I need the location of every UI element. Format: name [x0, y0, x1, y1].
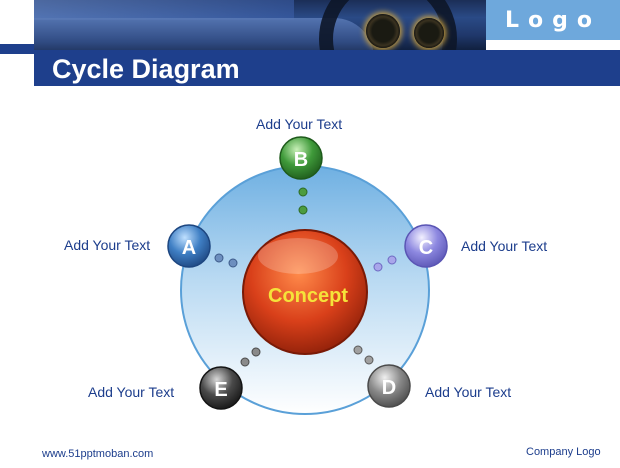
node-d-letter: D — [382, 377, 396, 399]
footer-website: www.51pptmoban.com — [42, 448, 154, 460]
node-c-letter: C — [419, 237, 433, 259]
node-d-label: Add Your Text — [425, 384, 512, 400]
concept-label: Concept — [268, 285, 348, 307]
node-c-label: Add Your Text — [461, 238, 548, 254]
node-c: C — [404, 224, 448, 268]
header-photo — [34, 0, 486, 50]
slide-title: Cycle Diagram — [52, 54, 240, 84]
speedometer-gauge — [366, 14, 400, 48]
tachometer-gauge — [414, 18, 444, 48]
node-a-letter: A — [182, 237, 196, 259]
connector-dots-c — [373, 255, 397, 272]
car-dashboard — [34, 18, 374, 50]
concept-circle — [242, 229, 368, 355]
title-band — [34, 50, 620, 86]
node-b-label: Add Your Text — [256, 116, 343, 132]
footer-company-logo: Company Logo — [526, 446, 601, 458]
node-a: A — [167, 224, 211, 268]
node-e-label: Add Your Text — [88, 384, 175, 400]
car-window — [34, 0, 294, 20]
node-e: E — [199, 366, 243, 410]
node-a-label: Add Your Text — [64, 237, 151, 253]
connector-dots-e — [240, 347, 261, 367]
connector-dots-b — [298, 187, 308, 215]
logo-text: Logo — [505, 7, 601, 33]
connector-dots-a — [214, 253, 238, 268]
node-d: D — [367, 364, 411, 408]
accent-bar — [0, 44, 34, 54]
concept-highlight — [258, 238, 338, 274]
node-b-letter: B — [294, 149, 308, 171]
connector-dots-d — [353, 345, 374, 365]
node-b: B — [279, 136, 323, 180]
node-e-letter: E — [214, 379, 227, 401]
logo-box: Logo — [486, 0, 620, 40]
